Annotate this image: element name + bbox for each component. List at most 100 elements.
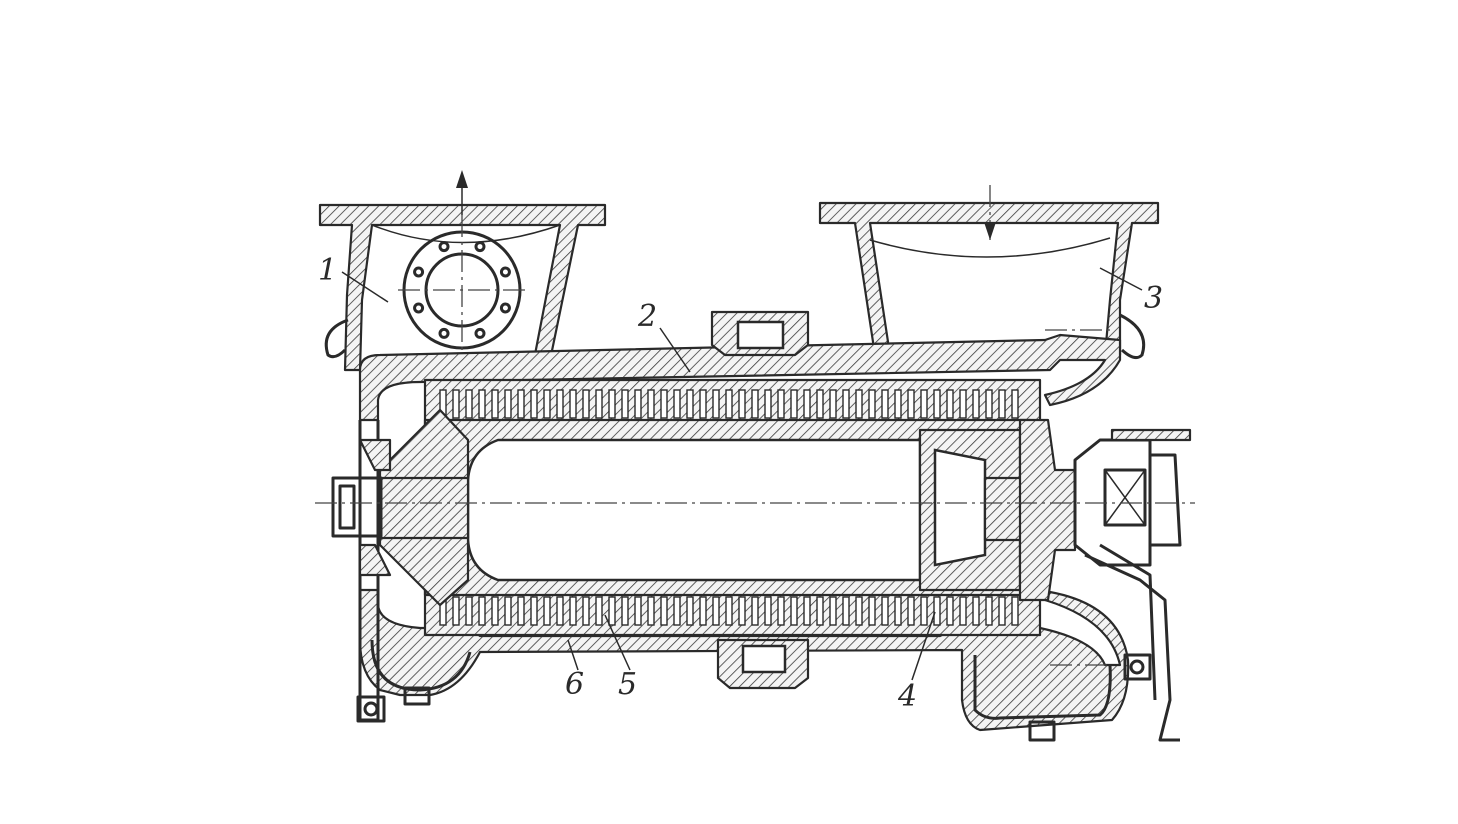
blade-slot (933, 596, 941, 626)
blade-slot (634, 596, 642, 626)
blade-slot (829, 596, 837, 626)
blade-slot (660, 596, 668, 626)
callout-6: 6 (565, 667, 584, 702)
blade-slot (725, 389, 733, 419)
blade-slot (725, 596, 733, 626)
blade-slot (881, 389, 889, 419)
bearing-housing-right (1018, 418, 1192, 742)
blade-slot (530, 389, 538, 419)
rotor-hub-left (376, 408, 470, 607)
blade-slot (738, 596, 746, 626)
blade-slot (647, 596, 655, 626)
blade-slot (491, 389, 499, 419)
blade-slot (985, 389, 993, 419)
upper-boss (710, 310, 810, 357)
blade-slot (868, 596, 876, 626)
blade-slot (751, 389, 759, 419)
blade-slot (582, 596, 590, 626)
blade-slot (608, 389, 616, 419)
blade-slot (543, 596, 551, 626)
blade-slot (842, 596, 850, 626)
right-foot (403, 653, 1152, 742)
blade-slot (465, 389, 473, 419)
blade-slot (556, 389, 564, 419)
blade-slot (959, 389, 967, 419)
blade-slot (517, 389, 525, 419)
blade-slot (829, 389, 837, 419)
bolt-hole (413, 302, 425, 314)
blade-slot (517, 596, 525, 626)
blade-slot (985, 596, 993, 626)
blade-slot (712, 389, 720, 419)
blade-slot (959, 596, 967, 626)
bolt-hole (438, 241, 450, 253)
blade-slot (751, 596, 759, 626)
blade-slot (673, 596, 681, 626)
blade-slot (686, 389, 694, 419)
blade-slot (946, 596, 954, 626)
shaft-left (331, 420, 392, 723)
blade-slot (686, 596, 694, 626)
blade-slot (946, 389, 954, 419)
blade-slot (582, 389, 590, 419)
blade-slot (920, 389, 928, 419)
blade-slot (478, 596, 486, 626)
bolt-hole (474, 241, 486, 253)
blade-slot (855, 389, 863, 419)
bolt-hole (413, 266, 425, 278)
blade-slot (790, 596, 798, 626)
blade-slot (777, 596, 785, 626)
blade-slot (595, 389, 603, 419)
leader-lines (341, 267, 1143, 681)
blade-slot (803, 389, 811, 419)
outlet-arrow (456, 170, 468, 215)
blade-slot (621, 596, 629, 626)
callout-4: 4 (897, 679, 917, 714)
blade-slot (894, 596, 902, 626)
blade-slot (569, 389, 577, 419)
blade-slot (712, 596, 720, 626)
bolt-hole (499, 302, 511, 314)
blade-slot (907, 596, 915, 626)
blade-slot (608, 596, 616, 626)
blade-slot (569, 596, 577, 626)
blade-slot (738, 389, 746, 419)
bolt-hole (474, 327, 486, 339)
blade-slot (764, 389, 772, 419)
blade-slot (504, 389, 512, 419)
blade-slot (972, 596, 980, 626)
blade-slot (452, 596, 460, 626)
blade-slot (465, 596, 473, 626)
blade-slot (699, 389, 707, 419)
blade-slot (881, 596, 889, 626)
blade-slot (894, 389, 902, 419)
blade-slot (1011, 389, 1019, 419)
blade-slot (478, 389, 486, 419)
blade-slot (452, 389, 460, 419)
blade-slot (673, 389, 681, 419)
blade-slot (816, 389, 824, 419)
blade-slot (530, 596, 538, 626)
inlet-nozzle (818, 201, 1160, 357)
blade-slot (803, 596, 811, 626)
blade-slot (933, 389, 941, 419)
blade-slot (1011, 596, 1019, 626)
blade-slot (777, 389, 785, 419)
callout-3: 3 (1144, 281, 1163, 316)
blade-slot (816, 596, 824, 626)
blade-slot (504, 596, 512, 626)
blade-slot (907, 389, 915, 419)
outlet-nozzle (318, 203, 607, 372)
blade-slot (660, 389, 668, 419)
inlet-arrow (984, 185, 996, 240)
blade-slot (764, 596, 772, 626)
lifting-lugs (324, 313, 1146, 360)
blade-slot (998, 389, 1006, 419)
blade-slot (790, 389, 798, 419)
outlet-flange (398, 215, 528, 360)
blade-slot (920, 596, 928, 626)
bolt-hole (438, 327, 450, 339)
blade-slot (634, 389, 642, 419)
blade-slot (556, 596, 564, 626)
